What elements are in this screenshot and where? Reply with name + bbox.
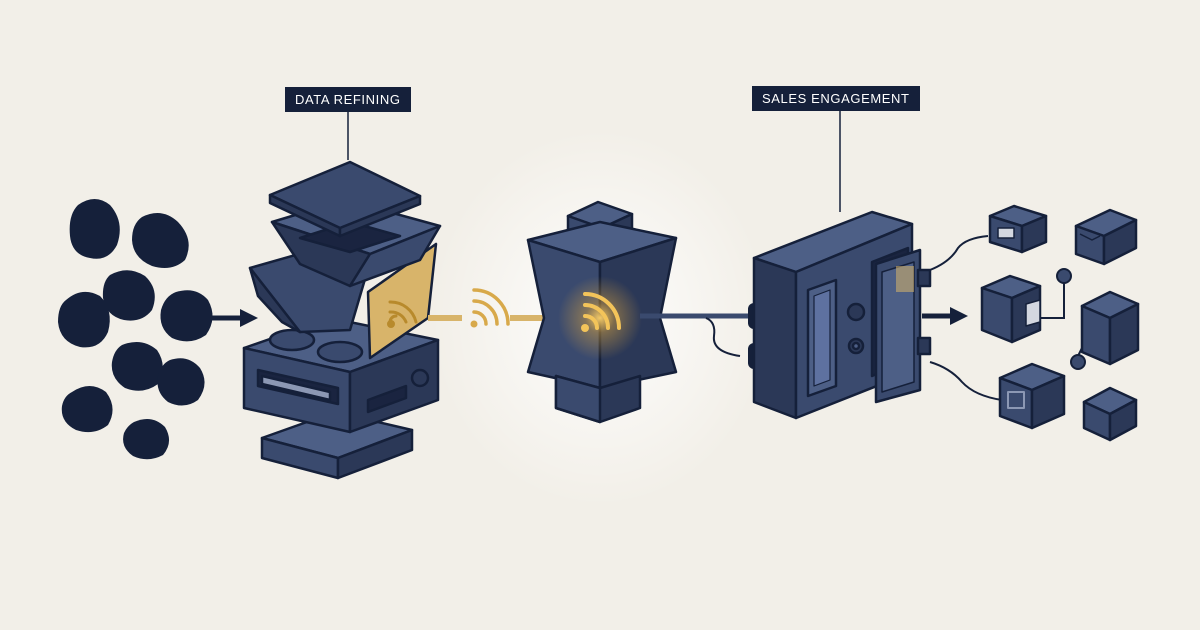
output-cube-icon [1074, 208, 1138, 266]
raw-data-rocks [58, 199, 213, 460]
output-connectors [929, 235, 1085, 401]
rock-icon [132, 213, 189, 268]
signal-icon [581, 292, 621, 332]
signal-icon [470, 288, 510, 328]
rock-icon [58, 291, 110, 348]
signal-icon [387, 300, 418, 328]
output-arrow [922, 307, 968, 325]
connector-node [1056, 268, 1072, 284]
output-cube-icon [1080, 290, 1140, 366]
vault-icon [752, 210, 932, 420]
rock-icon [157, 358, 205, 406]
output-cube-icon [998, 362, 1066, 430]
refinery-machine-icon [242, 160, 442, 480]
rock-icon [160, 290, 213, 342]
rock-icon [102, 270, 155, 321]
input-arrow [210, 309, 258, 327]
output-cubes [980, 204, 1140, 442]
rock-icon [111, 341, 163, 391]
data-refining-label: DATA REFINING [285, 87, 411, 112]
output-cube-icon [1082, 386, 1138, 442]
output-cube-icon [988, 204, 1048, 254]
refined-data-link [428, 288, 548, 328]
output-cube-icon [980, 274, 1042, 344]
sales-engagement-label: SALES ENGAGEMENT [752, 86, 920, 111]
rock-icon [69, 199, 120, 259]
rock-icon [123, 418, 170, 460]
connector-node [1070, 354, 1086, 370]
hub-glow [558, 276, 642, 360]
vault-glow [896, 266, 914, 292]
rock-icon [61, 386, 113, 433]
